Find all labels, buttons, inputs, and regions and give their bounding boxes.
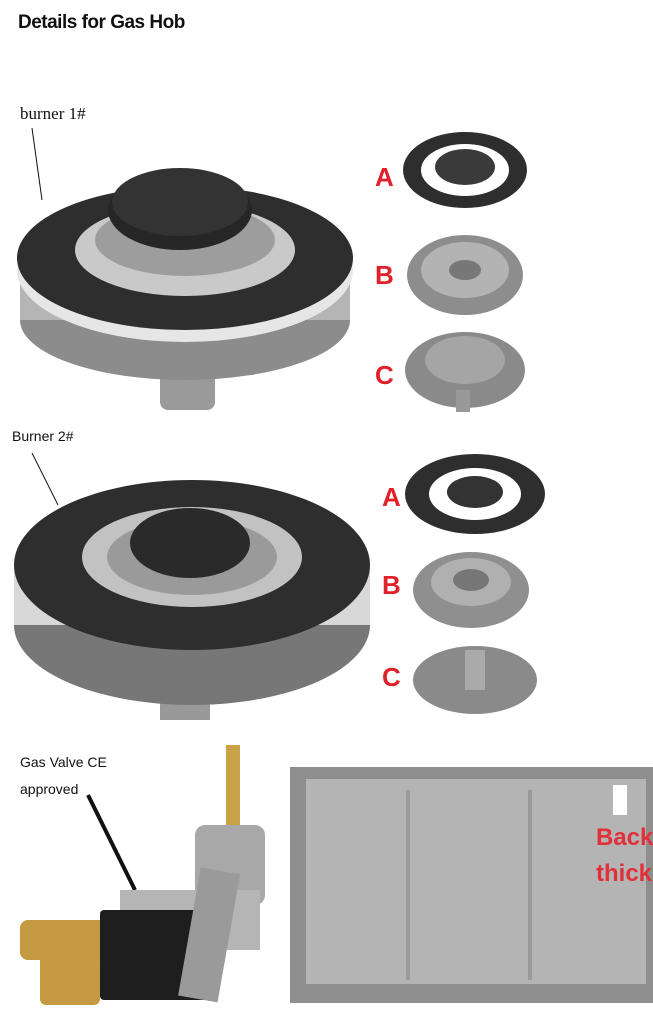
burner-2-exploded-parts bbox=[405, 454, 545, 714]
burner-2-part-c-label: C bbox=[382, 662, 401, 692]
tray-note-line2: thick bbox=[596, 860, 653, 887]
burner-1-label: burner 1# bbox=[20, 104, 86, 123]
gas-valve-photo bbox=[20, 745, 265, 1005]
burner-1-photo bbox=[17, 127, 353, 410]
burner-2-photo bbox=[14, 452, 370, 720]
gas-valve-label-line1: Gas Valve CE bbox=[20, 754, 107, 770]
burner-1-exploded-parts bbox=[403, 132, 527, 412]
tray-note-line1: Back bbox=[596, 824, 653, 851]
hob-back-tray-photo bbox=[290, 767, 653, 1003]
burner-1-part-b-label: B bbox=[375, 260, 394, 290]
burner-1-part-c-label: C bbox=[375, 360, 394, 390]
burner-2-label: Burner 2# bbox=[12, 428, 74, 444]
burner-2-part-b-label: B bbox=[382, 570, 401, 600]
gas-valve-label-line2: approved bbox=[20, 781, 79, 797]
burner-1-part-a-label: A bbox=[375, 162, 394, 192]
burner-2-part-a-label: A bbox=[382, 482, 401, 512]
page-title: Details for Gas Hob bbox=[18, 12, 185, 33]
